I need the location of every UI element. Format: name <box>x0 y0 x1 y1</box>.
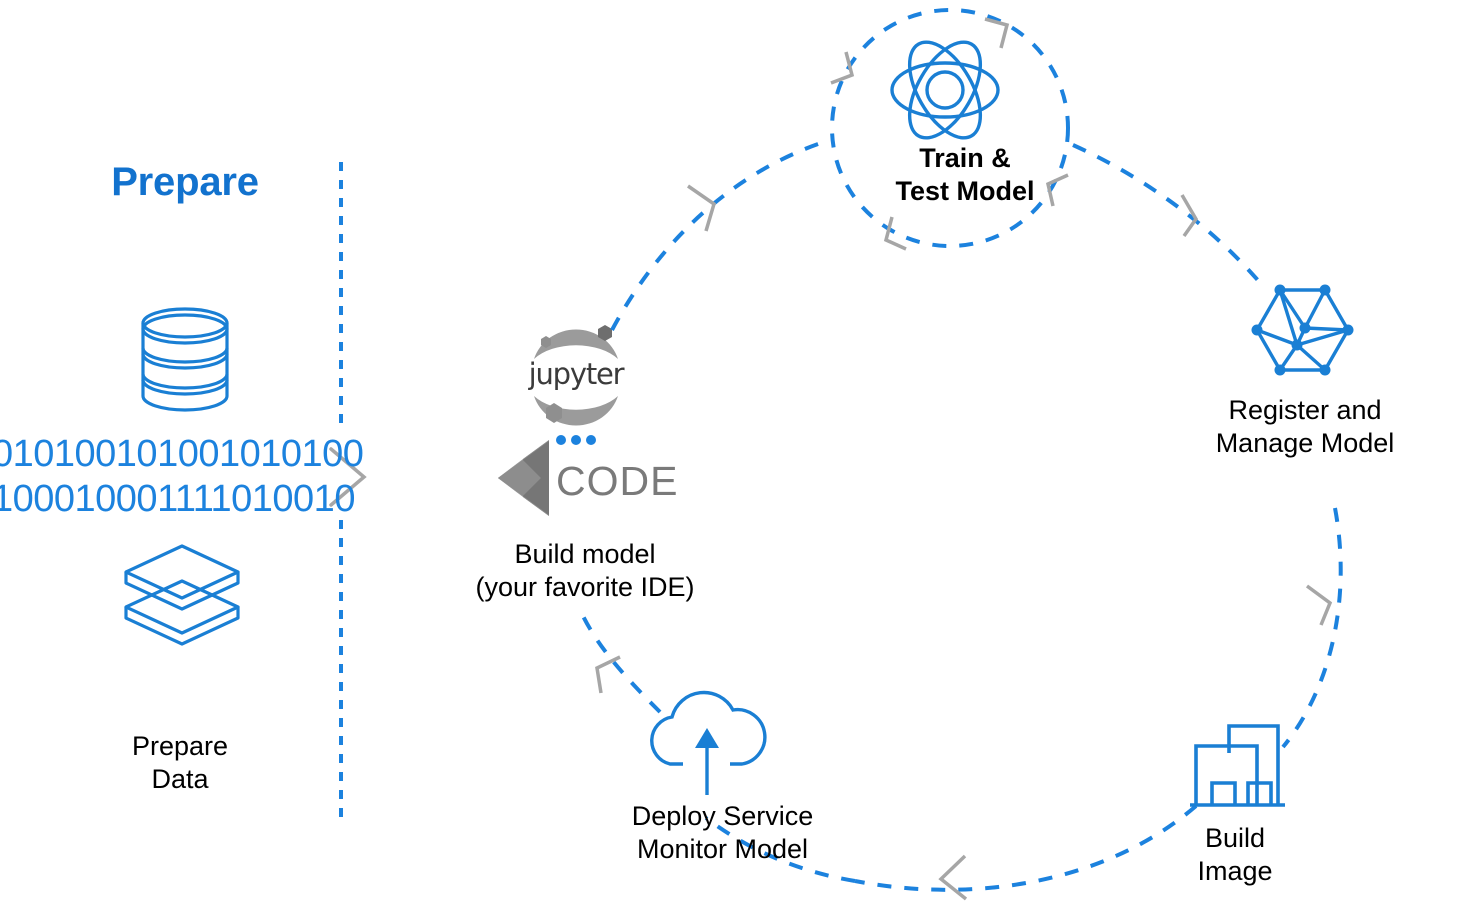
cycle-flow-path <box>581 138 1343 901</box>
jupyter-logo-label: jupyter <box>528 357 625 391</box>
binary-line-1: 010100101001010100 <box>0 433 364 475</box>
binary-line-2: 100010001111010010 <box>0 477 355 520</box>
train-test-model-label: Train &Test Model <box>830 142 1100 209</box>
stacked-layers-icon <box>124 544 240 646</box>
build-image-line-1: Build <box>1204 823 1266 853</box>
cloud-upload-icon <box>650 690 767 795</box>
build-model-label: Build model(your favorite IDE) <box>425 538 745 604</box>
vscode-logo-label: CODE <box>556 458 679 504</box>
three-blue-dots-icon <box>556 435 596 445</box>
prepare-data-line-2: Data <box>151 763 209 794</box>
train-test-line-1: Train & <box>919 143 1011 173</box>
prepare-heading: Prepare <box>111 160 259 204</box>
train-test-line-2: Test Model <box>895 176 1035 207</box>
cycle-chevron-right <box>1305 584 1333 626</box>
deploy-line-1: Deploy Service <box>631 801 814 831</box>
deploy-line-2: Monitor Model <box>636 833 809 864</box>
cycle-chevron-upper-left <box>687 184 717 232</box>
buildings-icon <box>1190 724 1285 807</box>
cycle-chevron-upper-right <box>1180 194 1199 238</box>
database-cylinder-icon <box>141 307 229 412</box>
vscode-logo-icon <box>498 440 549 516</box>
atom-icon <box>890 40 1000 140</box>
network-graph-icon <box>1251 284 1354 376</box>
register-line-2: Manage Model <box>1215 427 1395 458</box>
build-model-line-1: Build model <box>514 539 656 569</box>
train-test-highlight-circle <box>830 8 1070 251</box>
cycle-chevron-bottom <box>938 854 968 901</box>
cycle-chevron-left <box>595 655 621 694</box>
register-line-1: Register and <box>1228 395 1382 425</box>
build-model-line-2: (your favorite IDE) <box>475 571 695 602</box>
build-image-line-2: Image <box>1197 855 1273 886</box>
prepare-data-line-1: Prepare <box>131 731 229 761</box>
